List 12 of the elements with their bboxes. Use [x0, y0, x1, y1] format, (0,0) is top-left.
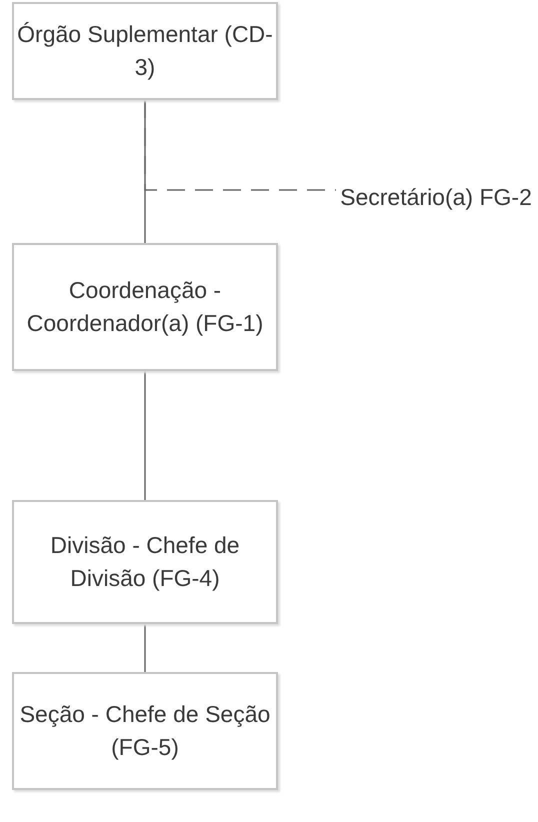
connector-line — [144, 624, 146, 672]
org-unit-box — [12, 2, 278, 100]
connector-line — [144, 371, 146, 500]
org-unit-box — [12, 500, 278, 624]
role-label: Secretário(a) FG-2 — [340, 183, 532, 212]
unit-title: Órgão Suplementar (CD-3) — [16, 20, 274, 82]
unit-title: Seção - Chefe de Seção (FG-5) — [18, 700, 272, 762]
dashed-connector — [144, 100, 336, 191]
unit-title: Divisão - Chefe de Divisão (FG-4) — [49, 530, 241, 593]
org-unit-box — [12, 672, 278, 790]
org-unit-box — [12, 243, 278, 371]
unit-title: Coordenação - Coordenador(a) (FG-1) — [26, 276, 264, 338]
